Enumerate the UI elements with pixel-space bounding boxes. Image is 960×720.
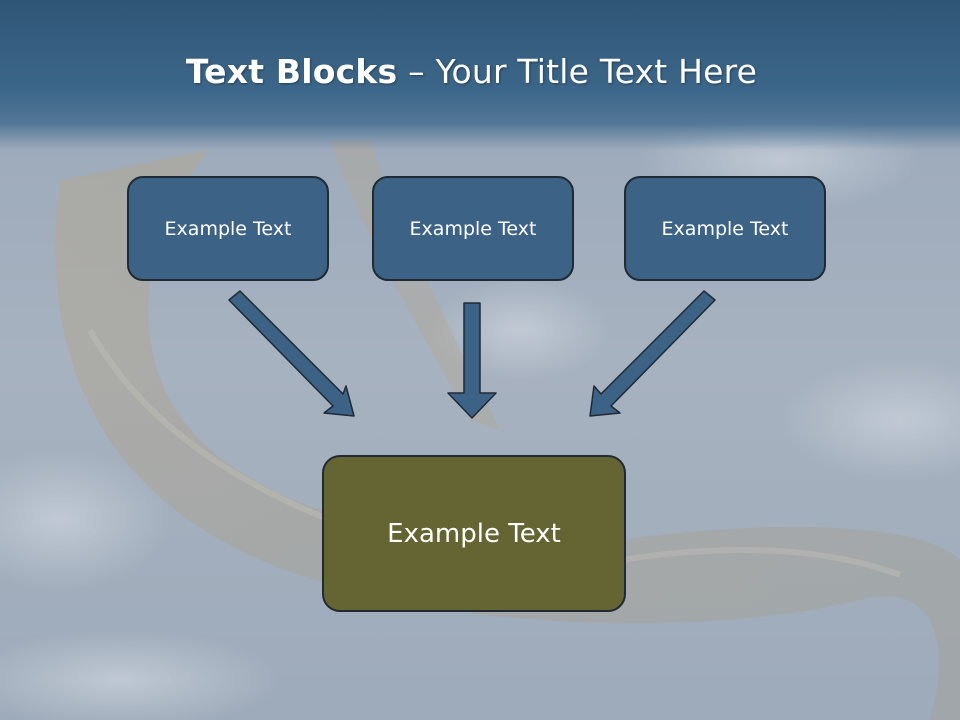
slide-title-bold: Text Blocks <box>185 52 398 91</box>
text-block-3-label: Example Text <box>661 217 789 240</box>
arrow-right <box>589 290 716 417</box>
slide-title: Text Blocks – Your Title Text Here <box>0 52 943 91</box>
title-bar <box>0 0 960 150</box>
text-block-3: Example Text <box>624 176 826 281</box>
slide-title-rest: – Your Title Text Here <box>408 52 758 91</box>
arrow-center <box>447 302 497 419</box>
target-text-block-label: Example Text <box>387 518 561 549</box>
text-block-1-label: Example Text <box>164 217 292 240</box>
text-block-1: Example Text <box>127 176 329 281</box>
text-block-2-label: Example Text <box>409 217 537 240</box>
text-block-2: Example Text <box>372 176 574 281</box>
target-text-block: Example Text <box>322 455 626 612</box>
arrow-left <box>228 290 355 417</box>
